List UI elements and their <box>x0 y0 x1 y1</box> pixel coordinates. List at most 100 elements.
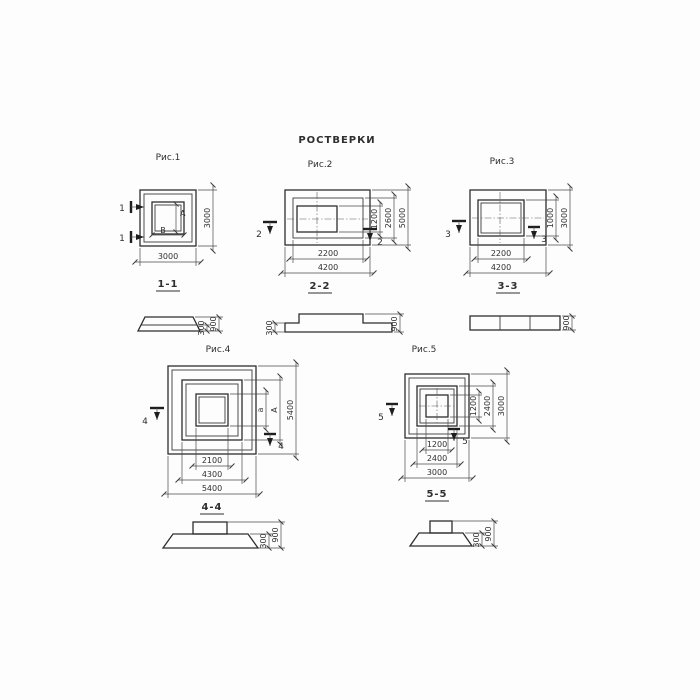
fig5-plan-dimensions: 1200 2400 3000 1200 2400 3000 <box>398 367 510 482</box>
fig4-section: 4-4 300 900 <box>161 502 285 551</box>
fig1-dim-width: 3000 <box>158 252 178 261</box>
fig1-plan-step-inner-contour <box>154 204 182 232</box>
fig4-cut-number-right: 4 <box>278 442 284 452</box>
figure-3: Рис.3 1000 3000 2200 4200 <box>445 157 576 333</box>
fig3-cut-number-left: 3 <box>445 230 451 240</box>
fig2-section: 2-2 300 900 <box>265 281 404 336</box>
fig1-dim-letter-b: В <box>160 226 166 235</box>
fig1-section-dim-step: 300 <box>197 320 206 335</box>
fig1-plan-dimensions: А В 3000 3000 <box>132 182 217 266</box>
fig1-cut-number-bottom: 1 <box>119 234 125 244</box>
fig5-dim-mid-width: 2400 <box>427 454 447 463</box>
fig4-plan-inner2-contour <box>198 396 226 424</box>
fig2-dim-mid-height: 2600 <box>384 208 393 228</box>
fig5-plan-step-contour <box>416 385 458 427</box>
fig4-plan-outer-contour <box>167 365 257 455</box>
fig4-plan-inner-contour <box>195 393 229 427</box>
fig4-section-pedestal-profile <box>192 521 228 535</box>
fig3-dim-outer-width: 4200 <box>491 263 511 272</box>
fig4-dim-outer-height: 5400 <box>286 400 295 420</box>
fig2-cut-number-right: 2 <box>377 238 383 248</box>
fig2-section-dim-total: 900 <box>390 316 399 331</box>
fig3-dim-inner-width: 2200 <box>491 249 511 258</box>
fig3-section: 3-3 900 <box>469 281 576 333</box>
fig1-section-label: 1-1 <box>157 279 178 290</box>
fig4-plan-dimensions: а А 5400 2100 4300 5400 <box>161 359 299 498</box>
fig2-dim-inner-width: 2200 <box>318 249 338 258</box>
fig1-dim-letter-a: А <box>180 209 186 218</box>
fig3-plan-outer-contour <box>469 189 547 246</box>
sheet-title: РОСТВЕРКИ <box>298 135 375 146</box>
fig3-plan-contours <box>469 189 547 246</box>
fig4-dim-letter-mid: А <box>270 407 279 413</box>
fig5-section: 5-5 300 900 <box>408 489 498 549</box>
fig5-plan-frame-contour <box>408 377 466 435</box>
fig2-caption: Рис.2 <box>308 160 333 170</box>
fig5-plan-contours <box>404 373 470 439</box>
fig4-plan-step-contour <box>181 379 243 441</box>
fig3-section-label: 3-3 <box>497 281 518 292</box>
fig4-cut-marks: 4 4 <box>142 406 284 452</box>
fig5-section-label: 5-5 <box>426 489 447 500</box>
fig5-dim-inner-width: 1200 <box>427 440 447 449</box>
fig1-section-dim-total: 900 <box>209 316 218 331</box>
fig4-section-dim-total: 900 <box>271 527 280 542</box>
fig4-plan-contours <box>167 365 257 455</box>
figure-1: Рис.1 А В 3000 3000 1 1 <box>119 153 223 336</box>
fig4-section-slab-profile <box>161 533 260 549</box>
fig5-cut-number-left: 5 <box>378 413 384 423</box>
fig5-cut-marks: 5 5 <box>378 402 468 447</box>
fig4-dim-outer-width: 5400 <box>202 484 222 493</box>
fig4-section-dim-step: 300 <box>259 533 268 548</box>
fig3-section-dim-total: 900 <box>562 315 571 330</box>
fig4-dim-mid-width: 4300 <box>202 470 222 479</box>
fig5-plan-outer-contour <box>404 373 470 439</box>
fig2-plan-outer-contour <box>284 189 371 246</box>
figure-5: Рис.5 1200 2400 3000 1200 <box>378 345 510 549</box>
fig1-plan-outer-contour <box>139 189 197 247</box>
fig2-dim-outer-height: 5000 <box>398 208 407 228</box>
figure-4: Рис.4 а А 5400 2100 <box>142 345 299 551</box>
fig4-plan-frame-contour <box>171 369 253 451</box>
fig4-section-label: 4-4 <box>201 502 222 513</box>
fig3-section-profile <box>469 315 561 331</box>
fig2-dim-inner-height: 1200 <box>370 209 379 229</box>
fig1-plan-step-contour <box>151 201 185 235</box>
fig5-dim-outer-height: 3000 <box>497 396 506 416</box>
fig5-cut-number-right: 5 <box>462 437 468 447</box>
fig1-cut-number-top: 1 <box>119 204 125 214</box>
fig5-dim-inner-height: 1200 <box>469 396 478 416</box>
fig2-plan-dimensions: 1200 2600 5000 2200 4200 <box>278 183 411 277</box>
fig3-dim-outer-height: 3000 <box>560 208 569 228</box>
fig3-plan-dimensions: 1000 3000 2200 4200 <box>463 183 573 277</box>
fig2-section-profile <box>284 313 393 333</box>
fig2-section-label: 2-2 <box>309 281 330 292</box>
fig1-cut-marks: 1 1 <box>119 201 144 244</box>
fig2-cut-number-left: 2 <box>256 230 262 240</box>
fig3-cut-marks: 3 3 <box>445 219 547 245</box>
fig2-plan-contours <box>284 189 371 246</box>
fig5-caption: Рис.5 <box>412 345 437 355</box>
fig4-cut-number-left: 4 <box>142 417 148 427</box>
fig1-caption: Рис.1 <box>156 153 181 163</box>
fig5-section-slab-profile <box>408 532 474 547</box>
fig5-dim-mid-height: 2400 <box>483 396 492 416</box>
fig2-dim-outer-width: 4200 <box>318 263 338 272</box>
fig1-plan-frame-contour <box>143 193 193 243</box>
fig5-section-pedestal-profile <box>429 520 453 534</box>
fig2-cut-marks: 2 2 <box>256 220 383 248</box>
fig4-plan-step-inner-contour <box>185 383 239 437</box>
fig4-caption: Рис.4 <box>206 345 231 355</box>
fig2-plan-step-contour <box>292 197 364 239</box>
fig1-section-profile <box>136 316 202 332</box>
figure-2: Рис.2 1200 2600 5000 2200 <box>256 160 411 336</box>
fig5-dim-outer-width: 3000 <box>427 468 447 477</box>
fig3-cut-number-right: 3 <box>541 235 547 245</box>
fig3-dim-inner-height: 1000 <box>546 208 555 228</box>
fig5-section-dim-step: 300 <box>472 532 481 547</box>
fig1-dim-height: 3000 <box>203 208 212 228</box>
fig1-section: 1-1 300 900 <box>136 279 223 336</box>
fig5-section-dim-total: 900 <box>484 526 493 541</box>
